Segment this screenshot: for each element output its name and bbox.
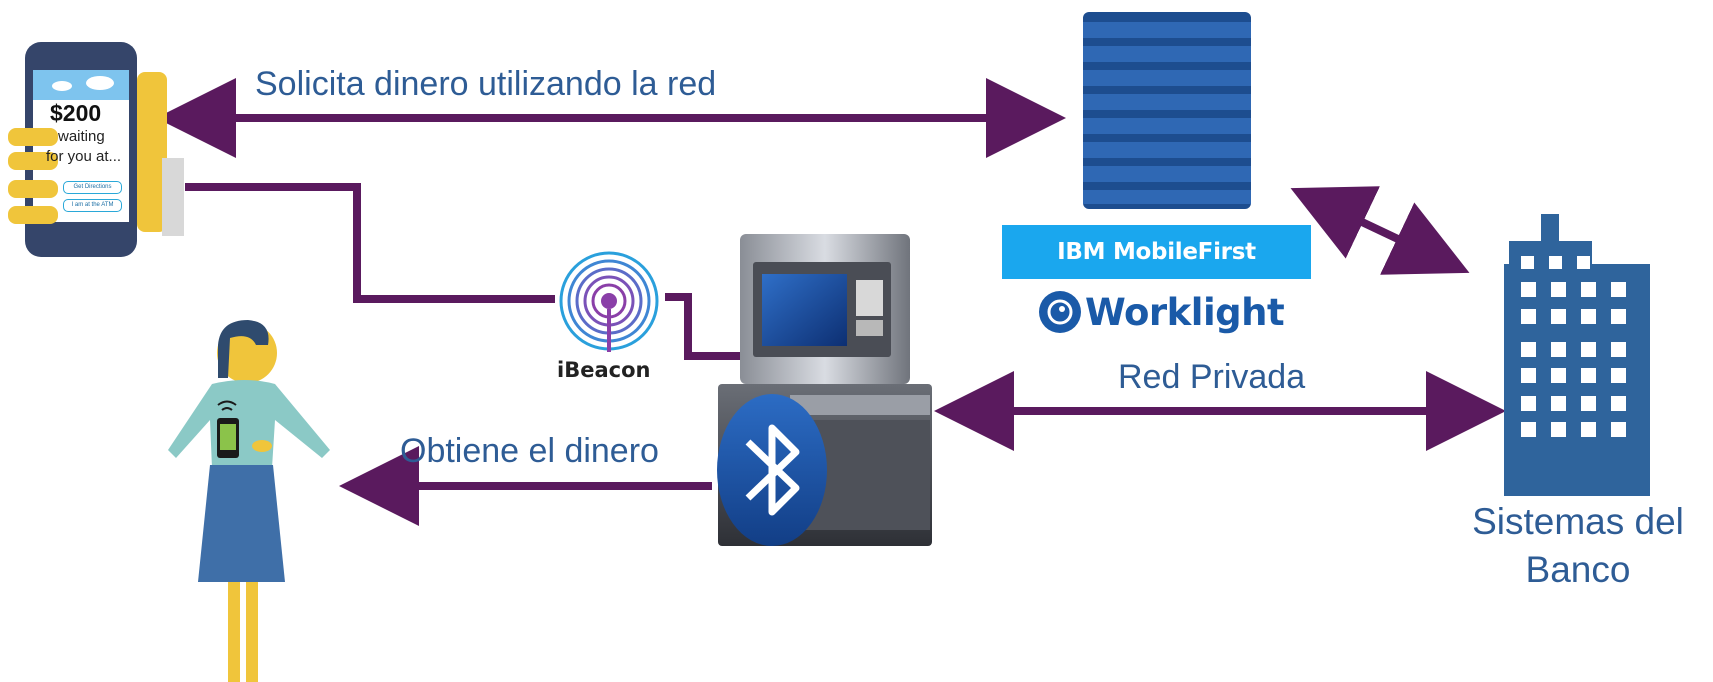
smartphone-icon (8, 42, 184, 257)
ibeacon-icon (559, 251, 659, 352)
ibeacon-label: iBeacon (557, 358, 651, 382)
phone-line-1: waiting (58, 128, 105, 145)
phone-amount: $200 (50, 100, 102, 126)
person-icon (168, 320, 330, 682)
label-obtiene: Obtiene el dinero (400, 432, 659, 470)
ibm-platform-banner: IBM MobileFirst Platform (1002, 225, 1311, 319)
worklight-logo: Worklight (1033, 288, 1285, 336)
worklight-logo-text: Worklight (1085, 290, 1285, 334)
label-red-privada: Red Privada (1118, 358, 1306, 396)
arrow-server-bank (1290, 186, 1470, 275)
worklight-logo-mark (1039, 291, 1081, 333)
phone-at-atm-button: I am at the ATM (63, 199, 122, 212)
connector-phone-beacon (185, 183, 555, 303)
server-icon (1083, 12, 1251, 209)
phone-line-2: for you at... (46, 148, 122, 165)
label-solicita: Solicita dinero utilizando la red (255, 65, 717, 103)
building-icon (1504, 214, 1650, 496)
label-sistemas-banco: Sistemas del Banco (1472, 501, 1684, 590)
bluetooth-icon (717, 394, 827, 546)
phone-directions-button: Get Directions (63, 181, 122, 194)
